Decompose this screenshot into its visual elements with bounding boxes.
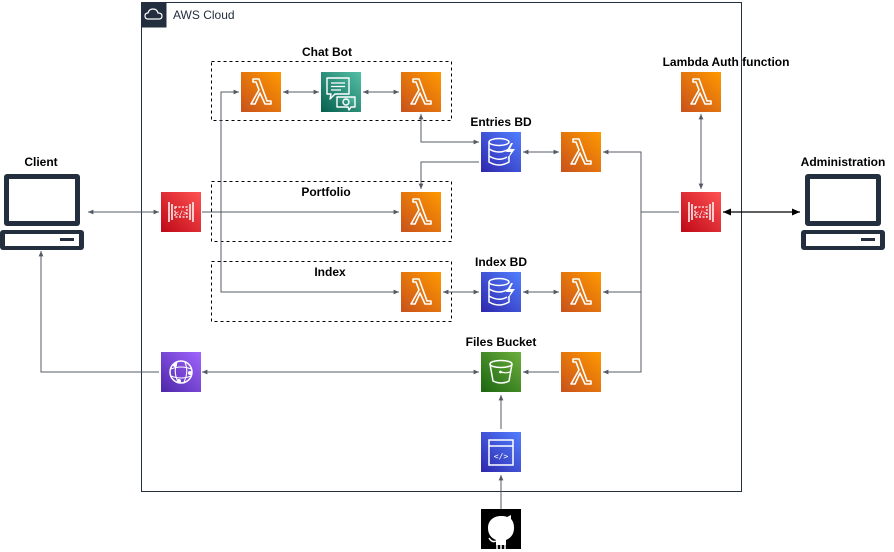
dynamodb-icon [480, 271, 522, 313]
lambda-icon [400, 271, 442, 313]
computer-icon [801, 174, 885, 250]
conn-admin-files-lambda [603, 292, 642, 375]
s3-bucket-icon [480, 351, 522, 393]
index-db-label: Index BD [475, 255, 527, 269]
api-gateway-icon [680, 191, 722, 233]
dynamodb-icon [480, 131, 522, 173]
index-group-label: Index [314, 265, 346, 279]
lambda-icon [680, 71, 722, 113]
conn-api-index [220, 212, 399, 295]
codebuild-icon [480, 431, 522, 473]
lambda-icon [560, 271, 602, 313]
cloudfront-icon [160, 351, 202, 393]
chatbot-group: Chat Bot [211, 45, 452, 121]
lambda-icon [560, 351, 602, 393]
connectors [38, 89, 800, 509]
lambda-auth-label: Lambda Auth function [663, 55, 790, 69]
conn-entries-portfolio [418, 161, 479, 189]
conn-admin-entries-lambda [603, 149, 679, 213]
aws-cloud-group: AWS Cloud [141, 2, 742, 492]
lambda-icon [560, 131, 602, 173]
github-icon [481, 509, 521, 549]
api-gateway-icon [160, 191, 202, 233]
portfolio-group-label: Portfolio [301, 185, 350, 199]
lex-chatbot-icon [320, 71, 362, 113]
lambda-icon [400, 191, 442, 233]
aws-cloud-label: AWS Cloud [173, 8, 235, 22]
conn-admin-index-lambda [603, 212, 642, 295]
computer-icon [0, 174, 84, 250]
lambda-icon [240, 71, 282, 113]
files-bucket-label: Files Bucket [466, 335, 537, 349]
conn-chatbot-entries [418, 114, 479, 145]
client-label: Client [24, 155, 57, 169]
conn-api-chatbot [220, 89, 239, 212]
chatbot-group-label: Chat Bot [302, 45, 352, 59]
administration-label: Administration [801, 155, 886, 169]
conn-cloudfront-client [38, 250, 159, 373]
lambda-icon [400, 71, 442, 113]
entries-db-label: Entries BD [470, 115, 532, 129]
cloud-icon [141, 2, 167, 28]
